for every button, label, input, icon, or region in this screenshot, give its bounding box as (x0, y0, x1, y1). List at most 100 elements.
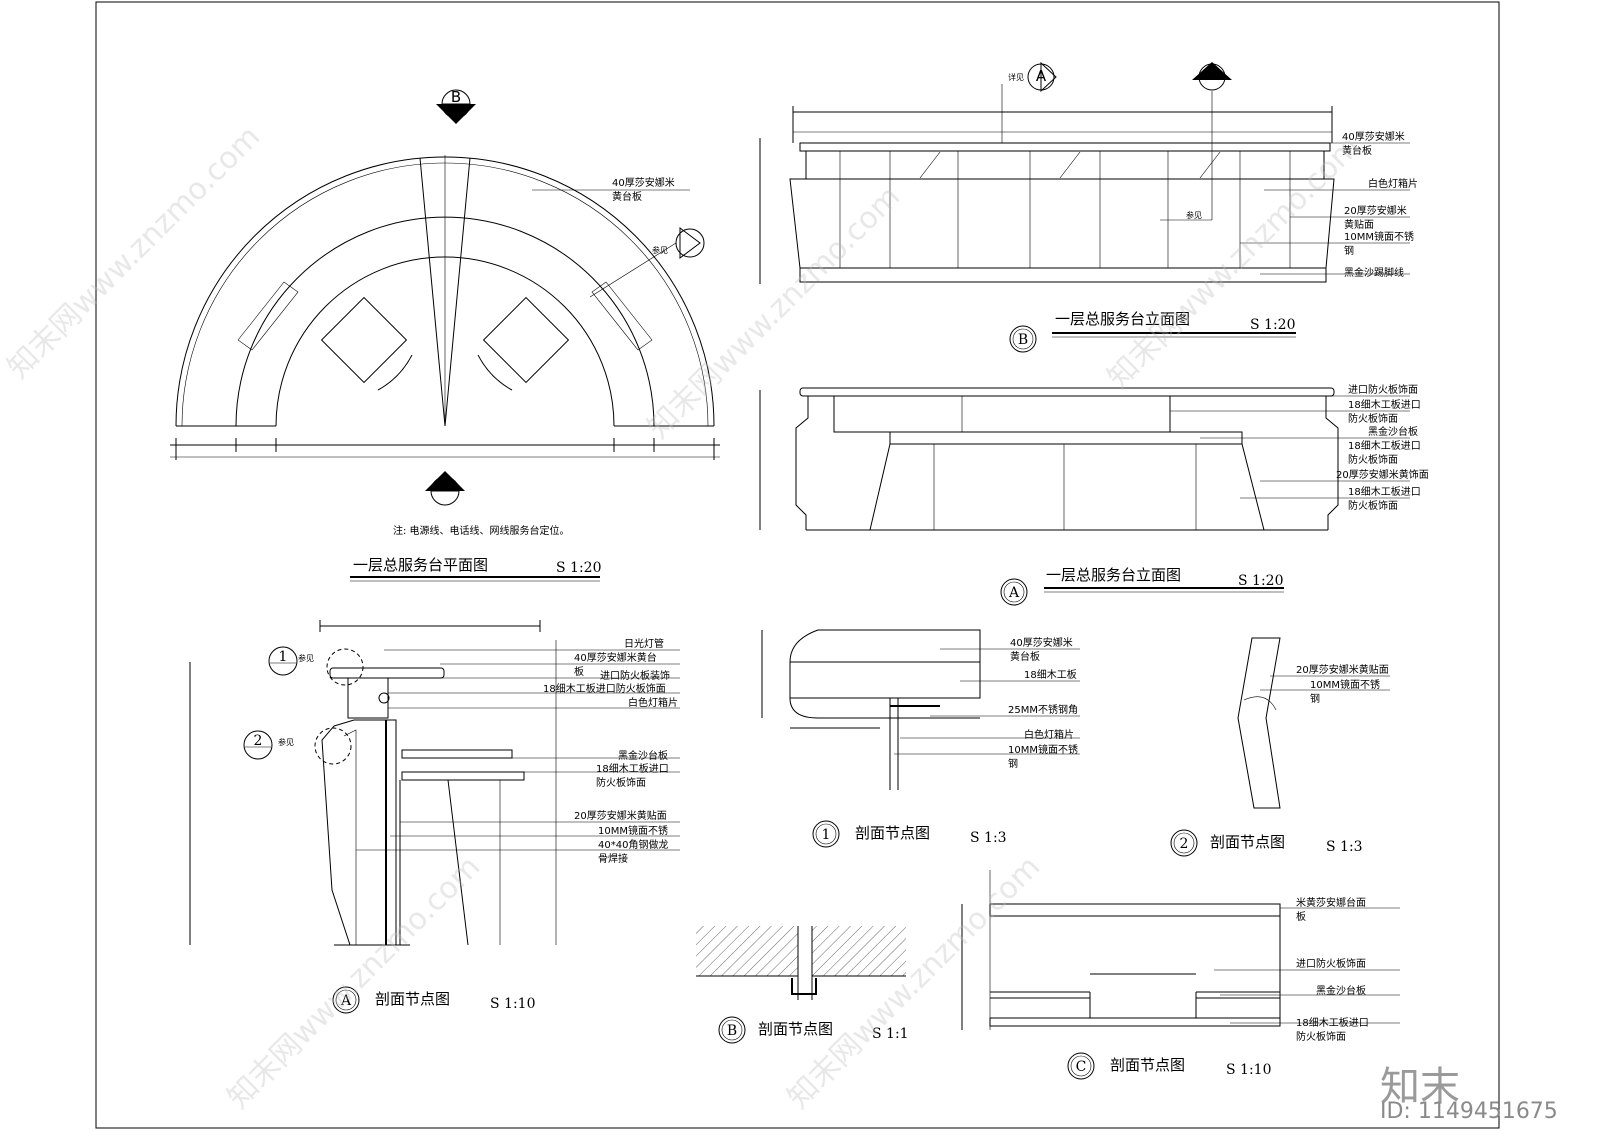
seca-label-10: 10MM镜面不锈 (598, 824, 668, 837)
seca-title: 剖面节点图 (375, 990, 450, 1008)
secc-label-5: 防火板饰面 (1296, 1030, 1346, 1043)
seca-label-4: 18细木工板进口防火板饰面 (543, 682, 666, 695)
chair-right (482, 296, 570, 384)
elevb-bubble-b-label: B (1207, 65, 1217, 83)
seca-label-0: 日光灯管 (624, 637, 664, 650)
sec1-label-5: 10MM镜面不锈 (1008, 743, 1078, 756)
plan-bubble-top-label: B (451, 88, 461, 106)
elevb-title: 一层总服务台立面图 (1055, 310, 1190, 328)
seca-bubble1-label: 1 (279, 649, 288, 665)
elevb-title-bubble (1009, 325, 1037, 353)
watermark-brand: 知末 (1380, 1064, 1460, 1110)
eleva-label-1: 18细木工板进口 (1348, 398, 1421, 411)
plan-scale: S 1:20 (556, 560, 601, 576)
seca-title-bubble-label: A (340, 993, 352, 1009)
secc-label-1: 板 (1296, 910, 1306, 923)
eleva-top-slab (799, 387, 1335, 397)
eleva-title-bubble (1000, 578, 1028, 606)
eleva-label-2: 防火板饰面 (1348, 412, 1398, 425)
sec1-label-0: 40厚莎安娜米 (1010, 636, 1073, 649)
elevb-label-3: 20厚莎安娜米 (1344, 204, 1407, 217)
secb-title: 剖面节点图 (758, 1020, 833, 1038)
sec2-title-bubble-label: 2 (1180, 836, 1189, 852)
elevation-a: 进口防火板饰面 18细木工板进口 防火板饰面 黑金沙台板 18细木工板进口 防火… (759, 383, 1429, 606)
plan-title: 一层总服务台平面图 (353, 556, 488, 574)
section-2: 20厚莎安娜米黄贴面 10MM镜面不锈 钢 2 剖面节点图 S 1:3 (1170, 637, 1390, 857)
seca-label-1: 40厚莎安娜米黄台 (574, 651, 657, 664)
sec1-label-1: 黄台板 (1010, 650, 1040, 663)
sec2-label-2: 钢 (1310, 692, 1320, 705)
secc-plywood (989, 1017, 1281, 1027)
seca-label-7: 18细木工板进口 (596, 762, 669, 775)
plan-note: 注: 电源线、电话线、网线服务台定位。 (393, 524, 570, 537)
seca-title-bubble (332, 986, 360, 1014)
seca-bubble-1 (268, 646, 298, 676)
sec1-top-slab (789, 629, 981, 663)
sec1-plywood (789, 661, 981, 699)
seca-top-slab (329, 667, 445, 679)
elevb-scale: S 1:20 (1250, 317, 1295, 333)
watermark-site-1: 知末网www.znzmo.com (1, 119, 267, 385)
secc-title-bubble-label: C (1076, 1059, 1087, 1075)
sec1-label-3: 25MM不锈钢角 (1008, 703, 1078, 716)
elevb-label-4: 黄贴面 (1344, 218, 1374, 231)
seca-label-2: 板 (574, 665, 584, 678)
elevb-label-5: 10MM镜面不锈 (1344, 230, 1414, 243)
secb-title-bubble-label: B (727, 1023, 737, 1039)
eleva-title-bubble-label: A (1008, 585, 1020, 601)
eleva-counter (889, 431, 1243, 445)
sec2-panel (1237, 637, 1281, 809)
secc-label-2: 进口防火板饰面 (1296, 957, 1366, 970)
section-a: 1 参见 2 参见 日光灯管 40厚莎安娜米黄台 板 进口防火板装饰 18细木工… (189, 620, 680, 1014)
watermark-site-4: 知末网www.znzmo.com (221, 849, 487, 1115)
sec2-title-bubble (1170, 829, 1198, 857)
plan-bubble-bottom-label: A (440, 476, 451, 494)
seca-label-6: 黑金沙台板 (618, 749, 668, 762)
plan-ref-label: 参见 (652, 245, 668, 255)
seca-ref-1: 参见 (298, 653, 314, 663)
elevb-skirting (799, 267, 1327, 283)
elevb-lightbox-band (805, 150, 1325, 180)
section-c: 米黄莎安娜台面 板 进口防火板饰面 黑金沙台板 18细木工板进口 防火板饰面 C… (961, 870, 1400, 1080)
elevb-detail-ref: 详见 (1008, 72, 1024, 82)
plan-view: B A 40厚莎安娜米 黄台板 参见 注: 电源线、电话线、网线服务台定位。 一… (170, 88, 720, 582)
secc-label-3: 黑金沙台板 (1316, 984, 1366, 997)
elevb-label-1: 黄台板 (1342, 144, 1372, 157)
seca-label-5: 白色灯箱片 (628, 696, 678, 709)
eleva-lower-body (869, 443, 1265, 531)
elevb-label-6: 钢 (1344, 244, 1354, 257)
eleva-label-7: 18细木工板进口 (1348, 485, 1421, 498)
seca-bubble-2 (243, 730, 273, 760)
sec1-title-bubble (812, 820, 840, 848)
sec1-label-6: 钢 (1008, 757, 1018, 770)
secc-top-slab (989, 903, 1281, 917)
eleva-scale: S 1:20 (1238, 573, 1283, 589)
seca-label-9: 20厚莎安娜米黄贴面 (574, 809, 667, 822)
sec1-title-bubble-label: 1 (822, 827, 831, 843)
eleva-title: 一层总服务台立面图 (1046, 566, 1181, 584)
elevb-bubble-a-label: A (1036, 67, 1047, 85)
elevb-label-7: 黑金沙踢脚线 (1344, 266, 1404, 279)
seca-detail-2 (314, 727, 352, 765)
secb-scale: S 1:1 (872, 1026, 909, 1042)
watermark-site-5: 知末网www.znzmo.com (781, 849, 1047, 1115)
chair-left-arm (377, 354, 413, 391)
sheet-border (95, 1, 1500, 1129)
elevb-top-slab (799, 142, 1331, 152)
elevb-ref-label: 参见 (1186, 210, 1202, 220)
sec2-title: 剖面节点图 (1210, 833, 1285, 851)
watermark-site-3: 知末网www.znzmo.com (1101, 129, 1367, 395)
secc-title: 剖面节点图 (1110, 1056, 1185, 1074)
eleva-label-6: 20厚莎安娜米黄饰面 (1336, 468, 1429, 481)
watermark-site-2: 知末网www.znzmo.com (641, 179, 907, 445)
sec1-label-2: 18细木工板 (1024, 668, 1077, 681)
section-b: B 剖面节点图 S 1:1 (696, 926, 909, 1044)
sec1-title: 剖面节点图 (855, 824, 930, 842)
secc-scale: S 1:10 (1226, 1062, 1271, 1078)
eleva-label-8: 防火板饰面 (1348, 499, 1398, 512)
elevb-title-bubble-label: B (1018, 332, 1028, 348)
seca-front-panel (321, 719, 397, 946)
seca-label-12: 骨焊接 (598, 852, 628, 865)
sec1-scale: S 1:3 (970, 830, 1007, 846)
